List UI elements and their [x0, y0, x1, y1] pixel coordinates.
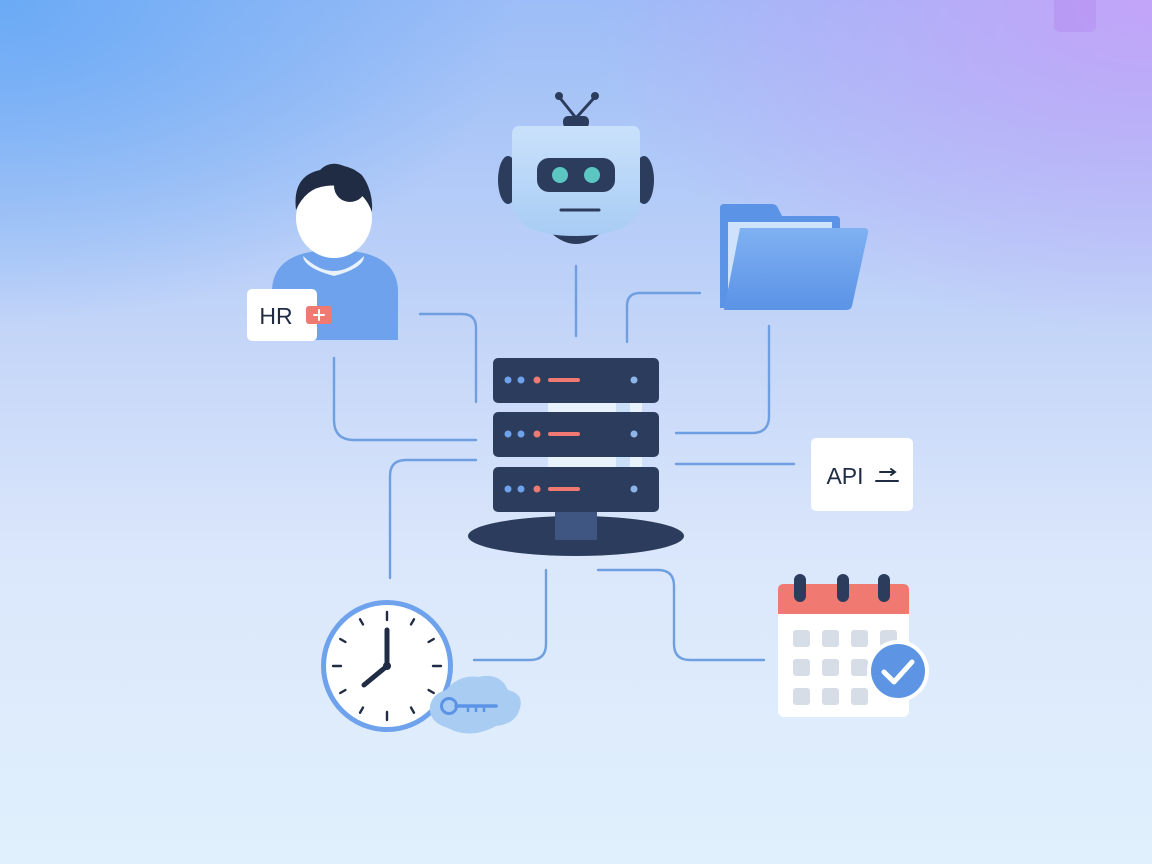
server-unit-2 — [493, 412, 659, 457]
robot-antenna-tip-left — [555, 92, 563, 100]
server-unit-3-led-1 — [504, 485, 512, 493]
clock-center — [383, 662, 391, 670]
clock-ticks — [331, 610, 443, 722]
server-unit-3-port — [630, 485, 638, 493]
connector-hr-lower — [332, 356, 478, 442]
clock-tick — [427, 688, 435, 695]
calendar-day-cell — [851, 688, 868, 705]
calendar-ring-3 — [878, 574, 890, 602]
clock-icon — [321, 600, 453, 732]
corner-decoration — [1054, 0, 1096, 32]
server-unit-3-bar — [548, 487, 580, 491]
server-unit-1-port — [630, 376, 638, 384]
hr-person-collar — [303, 256, 364, 276]
calendar-day-cell — [822, 688, 839, 705]
robot-eye-right — [584, 167, 600, 183]
robot-antenna-right — [574, 96, 596, 120]
connector-lines — [332, 264, 796, 662]
checkmark-circle — [871, 644, 925, 698]
server-unit-1-bar — [548, 378, 580, 382]
calendar-day-cell — [793, 688, 810, 705]
server-stack-icon — [468, 358, 684, 556]
hr-person-hair-bun — [334, 170, 366, 202]
folder-icon — [720, 204, 869, 310]
server-unit-1-led-1 — [504, 376, 512, 384]
connector-server-to-clock — [388, 458, 478, 580]
clock-tick — [409, 706, 416, 714]
calendar-day-cell — [822, 630, 839, 647]
api-card — [811, 438, 913, 511]
server-unit-3 — [493, 467, 659, 512]
hr-badge-card — [247, 289, 317, 341]
clock-tick — [409, 618, 416, 626]
hr-badge-label: HR — [259, 303, 292, 329]
calendar-day-grid — [793, 630, 897, 705]
robot-antenna-tip-right — [591, 92, 599, 100]
server-unit-1 — [493, 358, 659, 403]
server-unit-2-led-3 — [533, 430, 541, 438]
robot-antenna-left — [558, 96, 578, 120]
hr-badge: HR — [247, 289, 332, 341]
api-label: API — [826, 463, 863, 489]
robot-visor — [537, 158, 615, 192]
connector-hr-to-server — [418, 312, 478, 404]
clock-tick — [339, 688, 347, 695]
server-stand — [555, 508, 597, 540]
server-unit-1-led-2 — [517, 376, 525, 384]
calendar-day-cell — [793, 659, 810, 676]
api-icon: API — [811, 438, 913, 511]
clock-tick — [358, 706, 365, 714]
clock-hour-hand — [361, 663, 390, 688]
calendar-ring-2 — [837, 574, 849, 602]
calendar-icon — [778, 574, 929, 717]
connector-server-to-key — [472, 568, 548, 662]
hr-badge-sparkle-icon — [313, 309, 325, 321]
server-unit-2-led-1 — [504, 430, 512, 438]
connector-server-to-calendar — [596, 568, 766, 662]
server-unit-2-port — [630, 430, 638, 438]
server-unit-1-led-3 — [533, 376, 541, 384]
clock-tick — [358, 618, 365, 626]
calendar-day-cell — [851, 659, 868, 676]
key-icon — [429, 675, 521, 734]
calendar-ring-1 — [794, 574, 806, 602]
server-unit-3-led-2 — [517, 485, 525, 493]
folder-front — [724, 228, 869, 310]
server-unit-3-led-3 — [533, 485, 541, 493]
calendar-day-cell — [851, 630, 868, 647]
calendar-day-cell — [822, 659, 839, 676]
api-arrow-icon — [875, 468, 899, 482]
checkmark-icon — [881, 659, 915, 685]
clock-tick — [427, 637, 435, 644]
clock-tick — [339, 637, 347, 644]
server-unit-2-led-2 — [517, 430, 525, 438]
robot-eye-left — [552, 167, 568, 183]
server-unit-2-bar — [548, 432, 580, 436]
robot-antenna-base — [563, 116, 589, 128]
connector-folder-top — [625, 291, 702, 344]
calendar-day-cell — [793, 630, 810, 647]
robot-icon — [498, 92, 654, 244]
connector-folder-right — [674, 324, 771, 435]
